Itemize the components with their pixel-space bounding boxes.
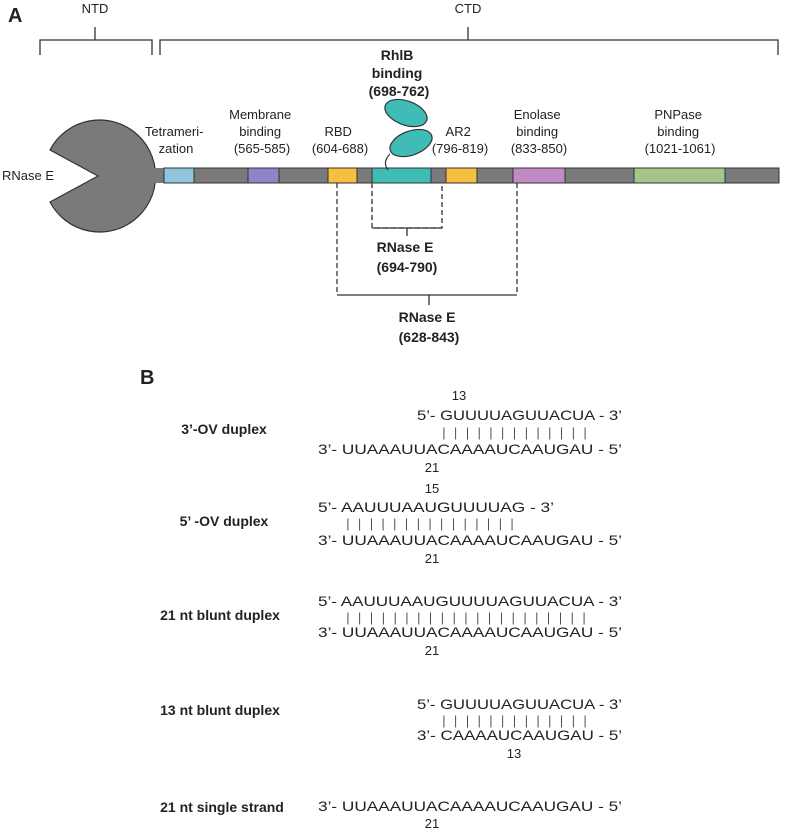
top-strand: 5’- AAUUUAAUGUUUUAGUUACUA - 3’ (318, 593, 622, 609)
construct-628-843-label: RNase E (628-843) (399, 309, 460, 345)
single-strand: 3’- UUAAAUUACAAAAUCAAUGAU - 5’ (318, 798, 622, 814)
top-position: 15 (425, 481, 439, 496)
bottom-strand: 3’- UUAAAUUACAAAAUCAAUGAU - 5’ (318, 441, 622, 457)
bottom-strand: 3’- UUAAAUUACAAAAUCAAUGAU - 5’ (318, 624, 622, 640)
panel-b-label: B (140, 367, 154, 389)
bottom-position: 13 (507, 746, 521, 761)
construct-628-843-dashes (336, 183, 518, 295)
base-pairs: | | | | | | | | | | | | | | | (345, 517, 515, 532)
tetramerization-label: Tetrameri- zation (145, 124, 207, 156)
duplex-name: 21 nt single strand (160, 799, 284, 815)
ntd-bracket (39, 27, 153, 55)
duplex-name: 5’ -OV duplex (180, 513, 269, 529)
duplex-name: 3’-OV duplex (181, 421, 267, 437)
duplex-name: 21 nt blunt duplex (160, 607, 280, 623)
ar2-domain (445, 167, 478, 184)
bottom-position: 21 (425, 643, 439, 658)
bottom-position: 21 (425, 816, 439, 830)
ctd-label: CTD (455, 1, 482, 16)
top-strand: 5’- GUUUUAGUUACUA - 3’ (417, 696, 622, 712)
duplex-5-ov: 5’ -OV duplex 15 5’- AAUUUAAUGUUUUAG - 3… (180, 481, 622, 566)
construct-694-790-bracket (372, 227, 442, 236)
bottom-position: 21 (425, 460, 439, 475)
membrane-binding-domain (247, 167, 280, 184)
pnpase-binding-domain (633, 167, 726, 184)
membrane-binding-label: Membrane binding (565-585) (229, 107, 295, 156)
bottom-strand: 3’- UUAAAUUACAAAAUCAAUGAU - 5’ (318, 532, 622, 548)
single-strand-21nt: 21 nt single strand 3’- UUAAAUUACAAAAUCA… (160, 798, 622, 830)
rnase-e-pacman-shape (49, 119, 157, 233)
construct-694-790-dashes (371, 183, 443, 229)
rbd-domain (327, 167, 358, 184)
pnpase-binding-label: PNPase binding (1021-1061) (645, 107, 716, 156)
enolase-binding-label: Enolase binding (833-850) (511, 107, 567, 156)
rnase-e-label: RNase E (2, 168, 54, 183)
ntd-label: NTD (82, 1, 109, 16)
enolase-binding-domain (512, 167, 566, 184)
panel-a-label: A (8, 5, 22, 27)
rhlb-tether (384, 153, 391, 171)
duplex-21nt-blunt: 21 nt blunt duplex 5’- AAUUUAAUGUUUUAGUU… (160, 593, 622, 658)
tetramerization-domain (163, 167, 195, 184)
construct-628-843-bracket (337, 294, 517, 305)
ar2-label: AR2 (796-819) (432, 124, 488, 156)
top-strand: 5’- AAUUUAAUGUUUUAG - 3’ (318, 499, 554, 515)
rhlb-binding-domain (371, 167, 432, 184)
duplex-name: 13 nt blunt duplex (160, 702, 280, 718)
duplex-3-ov: 3’-OV duplex 13 5’- GUUUUAGUUACUA - 3’ |… (181, 388, 622, 475)
bottom-position: 21 (425, 551, 439, 566)
base-pairs: | | | | | | | | | | | | | | | | | | | | … (345, 611, 587, 626)
construct-694-790-label: RNase E (694-790) (377, 239, 438, 275)
linker (150, 168, 166, 183)
bottom-strand: 3’- CAAAAUCAAUGAU - 5’ (417, 727, 622, 743)
rhlb-protein-bottom (389, 128, 433, 158)
top-strand: 5’- GUUUUAGUUACUA - 3’ (417, 407, 622, 423)
rhlb-protein-top (384, 98, 428, 128)
rbd-label: RBD (604-688) (312, 124, 368, 156)
top-position: 13 (452, 388, 466, 403)
rhlb-binding-label: RhlB binding (698-762) (369, 47, 430, 99)
ctd-bracket (159, 27, 779, 55)
base-pairs: | | | | | | | | | | | | | (441, 426, 588, 441)
base-pairs: | | | | | | | | | | | | | (441, 714, 588, 729)
duplex-13nt-blunt: 13 nt blunt duplex 5’- GUUUUAGUUACUA - 3… (160, 696, 622, 761)
